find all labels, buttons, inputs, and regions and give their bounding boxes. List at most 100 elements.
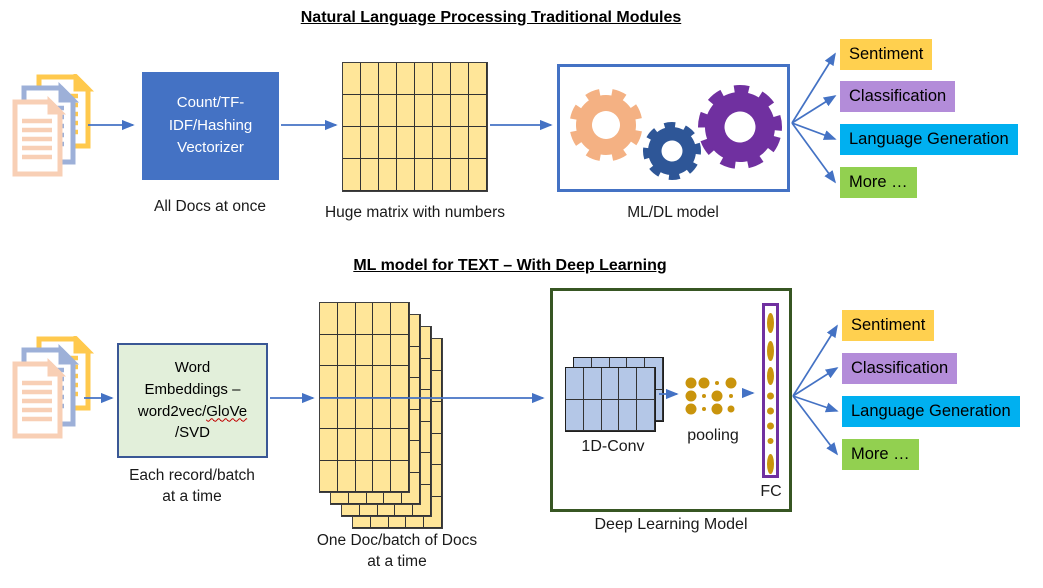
gear-orange-icon	[569, 88, 643, 162]
matrix-cell	[391, 303, 409, 335]
matrix-cell	[415, 159, 433, 191]
fc-label: FC	[760, 483, 782, 500]
caption-huge-matrix: Huge matrix with numbers	[324, 204, 506, 221]
output-label-sentiment: Sentiment	[840, 39, 933, 70]
output-label-language-generation: Language Generation	[840, 124, 1018, 155]
matrix-grid	[342, 62, 488, 192]
documents-icon	[12, 336, 95, 439]
matrix-cell	[424, 339, 442, 371]
matrix-cell	[601, 399, 620, 431]
matrix-cell	[343, 95, 361, 127]
matrix-cell	[391, 334, 409, 366]
matrix-cell	[402, 378, 420, 410]
fc-column	[762, 303, 779, 478]
matrix-cell	[379, 159, 397, 191]
embeddings-line: /SVD	[174, 424, 210, 442]
matrix-cell	[413, 421, 431, 453]
pooling-label: pooling	[687, 427, 739, 444]
matrix-cell	[637, 399, 655, 431]
gears-icon	[569, 85, 782, 180]
matrix-cell	[583, 399, 602, 431]
matrix-cell	[379, 95, 397, 127]
matrix-cell	[619, 368, 638, 400]
matrix-cell	[373, 366, 392, 398]
matrix-cell	[413, 484, 431, 516]
arrow-dl-to-sentiment	[792, 324, 838, 397]
matrix-cell	[415, 63, 433, 95]
matrix-cell	[337, 366, 356, 398]
matrix-cell	[343, 127, 361, 159]
caption-dl-model: Deep Learning Model	[594, 516, 748, 533]
matrix-cell	[397, 159, 415, 191]
matrix-cell	[391, 397, 409, 429]
matrix-cell	[451, 127, 469, 159]
conv-grid-front	[565, 367, 656, 432]
document-front-peach	[12, 95, 67, 177]
matrix-cell	[413, 390, 431, 422]
matrix-cell	[361, 63, 379, 95]
matrix-cell	[337, 334, 356, 366]
matrix-cell	[320, 334, 338, 366]
matrix-cell	[433, 95, 451, 127]
matrix-cell	[373, 303, 392, 335]
mldl-model-box	[557, 64, 790, 192]
matrix-cell	[451, 159, 469, 191]
matrix-cell	[397, 63, 415, 95]
conv-label: 1D-Conv	[581, 438, 645, 455]
output-label-classification: Classification	[840, 81, 956, 112]
matrix-cell	[361, 159, 379, 191]
matrix-cell	[583, 368, 602, 400]
matrix-cell	[320, 460, 338, 492]
matrix-cell	[469, 95, 487, 127]
matrix-cell	[337, 460, 356, 492]
doc-stack-layer	[319, 302, 410, 493]
matrix-cell	[433, 159, 451, 191]
glove-spellcheck-underline: GloVe	[206, 402, 248, 420]
matrix-cell	[424, 465, 442, 497]
caption-mldl-model: ML/DL model	[627, 204, 719, 221]
arrow-dl-to-classification	[792, 367, 839, 397]
gear-blue-icon	[643, 122, 701, 180]
documents-icon	[12, 74, 95, 177]
matrix-cell	[619, 399, 638, 431]
matrix-cell	[373, 429, 392, 461]
title-bottom: ML model for TEXT – With Deep Learning	[353, 257, 667, 274]
arrow-dl-to-language-generation	[792, 395, 839, 413]
matrix-cell	[391, 429, 409, 461]
arrow-mldl-to-classification	[791, 95, 837, 124]
matrix-cell	[424, 370, 442, 402]
matrix-cell	[355, 334, 374, 366]
output-label-more: More …	[842, 439, 919, 470]
matrix-cell	[320, 366, 338, 398]
matrix-cell	[637, 368, 655, 400]
matrix-cell	[415, 127, 433, 159]
matrix-cell	[402, 472, 420, 504]
matrix-cell	[361, 127, 379, 159]
matrix-cell	[424, 402, 442, 434]
matrix-cell	[391, 460, 409, 492]
output-label-sentiment: Sentiment	[842, 310, 935, 341]
arrow-mldl-to-sentiment	[791, 52, 836, 124]
matrix-cell	[433, 63, 451, 95]
matrix-cell	[355, 397, 374, 429]
pooling-dots-icon	[685, 377, 737, 415]
matrix-cell	[373, 397, 392, 429]
matrix-cell	[566, 368, 584, 400]
matrix-cell	[379, 63, 397, 95]
vectorizer-box: Count/TF- IDF/Hashing Vectorizer	[142, 72, 279, 180]
output-label-more: More …	[840, 167, 917, 198]
caption-each-record: Each record/batch at a time	[129, 467, 255, 505]
vectorizer-line: Count/TF-	[176, 94, 245, 112]
matrix-cell	[402, 441, 420, 473]
matrix-cell	[451, 95, 469, 127]
embeddings-line: Word	[174, 359, 211, 376]
gear-purple-icon	[698, 85, 782, 169]
matrix-cell	[424, 433, 442, 465]
deep-learning-model-box: 1D-Conv pooling	[550, 288, 792, 512]
output-label-classification: Classification	[842, 353, 958, 384]
matrix-cell	[415, 95, 433, 127]
matrix-cell	[355, 460, 374, 492]
matrix-cell	[379, 127, 397, 159]
output-label-language-generation: Language Generation	[842, 396, 1020, 427]
matrix-cell	[320, 429, 338, 461]
